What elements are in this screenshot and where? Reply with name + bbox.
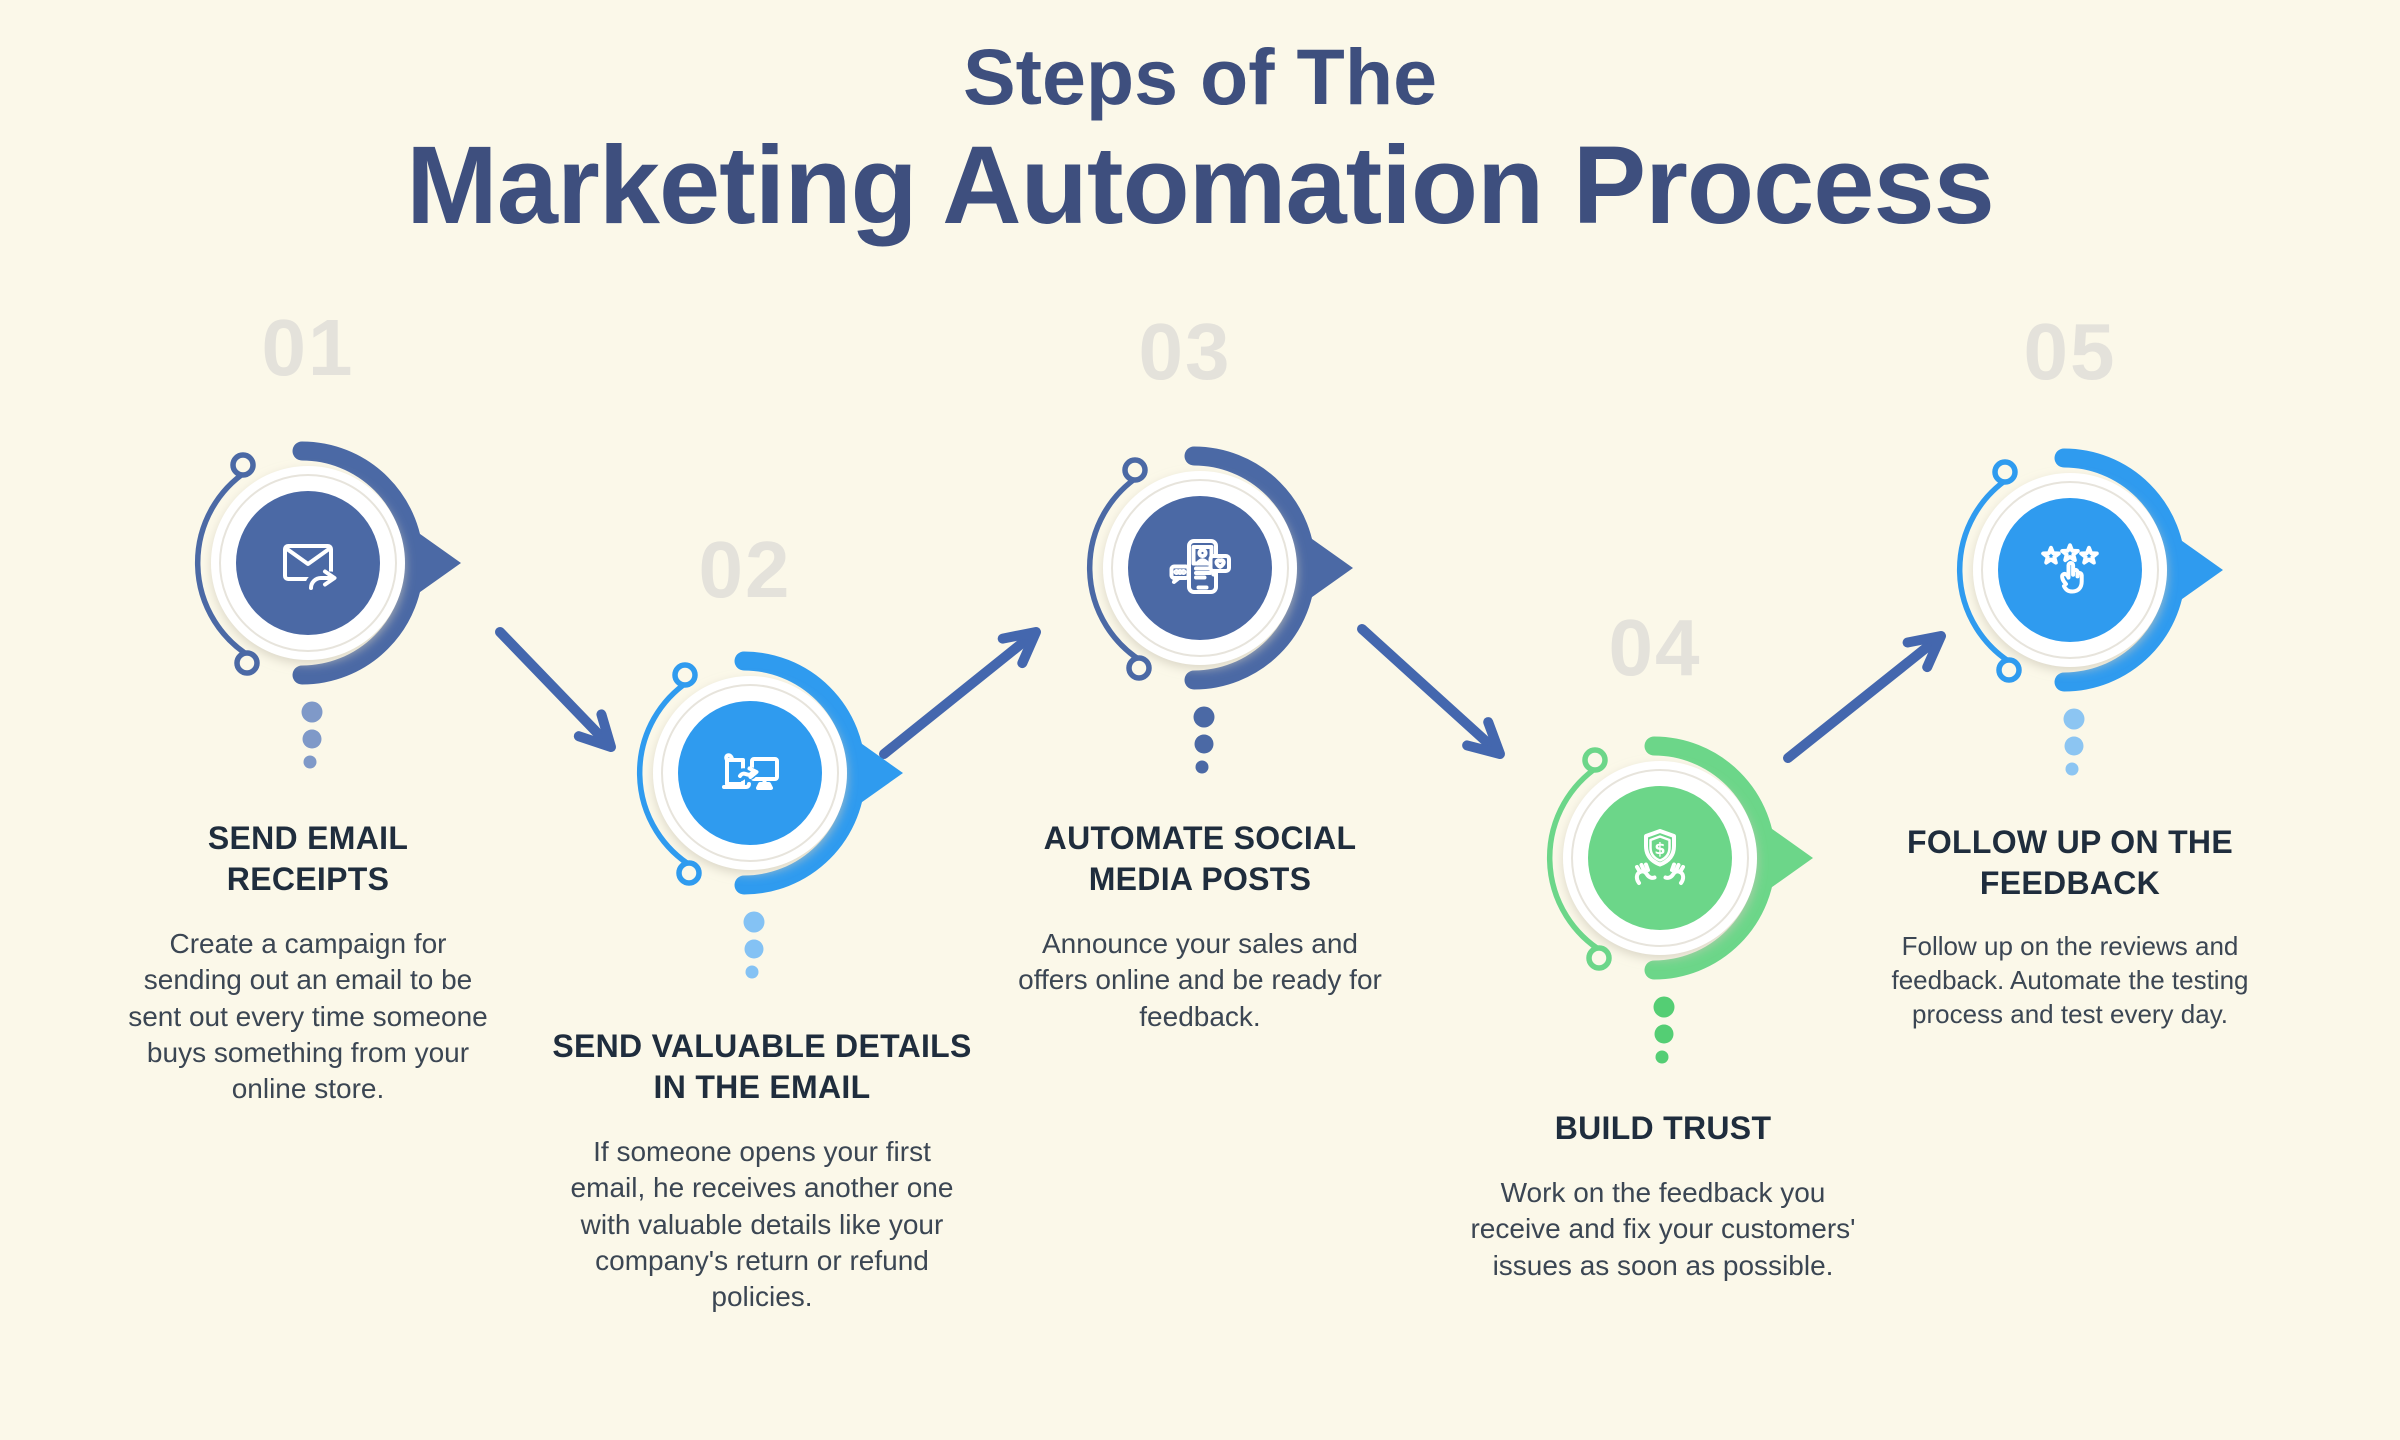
badge-node-bottom <box>676 860 702 886</box>
badge-left-arc <box>636 678 695 870</box>
svg-text:$: $ <box>1654 839 1665 858</box>
step-badge <box>158 428 468 778</box>
step-dots <box>1193 706 1215 774</box>
step-number: 02 <box>698 525 792 614</box>
badge-left-arc <box>1956 475 2015 667</box>
step-number: 05 <box>2023 307 2117 396</box>
page-title: Marketing Automation Process <box>406 123 1995 247</box>
step-number: 04 <box>1608 603 1702 692</box>
step-description: If someone opens your first email, he re… <box>570 1135 954 1313</box>
step-dots <box>1653 996 1675 1064</box>
step-dots <box>301 701 323 769</box>
star-rating-icon <box>2041 543 2099 594</box>
badge-color-disc <box>1588 786 1732 930</box>
step-dots <box>743 911 765 979</box>
badge-node-top <box>1582 747 1608 773</box>
badge-node-top <box>1122 457 1148 483</box>
step-badge <box>1050 433 1360 783</box>
step-badge-graphic <box>194 441 461 769</box>
badge-inner-ring <box>661 684 839 862</box>
step-title: BUILD TRUST <box>1554 1110 1772 1146</box>
badge-node-top <box>230 452 256 478</box>
step-badge-graphic <box>1086 446 1353 774</box>
badge-inner-ring <box>1571 769 1749 947</box>
badge-left-arc <box>194 468 253 660</box>
badge-node-top <box>672 662 698 688</box>
step-badge-graphic: $ <box>1546 736 1813 1064</box>
badge-node-bottom <box>1996 657 2022 683</box>
social-media-post-icon <box>1169 539 1231 594</box>
step-text-block: SEND VALUABLE DETAILS IN THE EMAIL If so… <box>547 1026 977 1316</box>
badge-node-bottom <box>1126 655 1152 681</box>
badge-left-arc <box>1546 763 1605 955</box>
step-text-block: SEND EMAIL RECEIPTS Create a campaign fo… <box>93 818 523 1108</box>
step-title: AUTOMATE SOCIAL MEDIA POSTS <box>1043 820 1357 897</box>
badge-node-top <box>1992 459 2018 485</box>
step-description: Work on the feedback you receive and fix… <box>1470 1176 1856 1281</box>
step-number: 03 <box>1138 307 1232 396</box>
step-badge-graphic <box>1956 448 2223 776</box>
step-title: FOLLOW UP ON THE FEEDBACK <box>1907 824 2233 901</box>
step-badge-graphic <box>636 651 903 979</box>
badge-arrow-tip <box>1298 529 1353 607</box>
email-forward-icon <box>283 544 338 595</box>
content-transfer-icon <box>722 753 779 790</box>
badge-inner-ring <box>1981 481 2159 659</box>
badge-inner-ring <box>219 474 397 652</box>
badge-arrow-tip <box>1758 819 1813 897</box>
step-number: 01 <box>261 303 355 392</box>
badge-inner-ring <box>1111 479 1289 657</box>
badge-arrow-tip <box>2168 531 2223 609</box>
step-description: Create a campaign for sending out an ema… <box>128 927 488 1105</box>
step-text-block: BUILD TRUST Work on the feedback you rec… <box>1443 1108 1883 1284</box>
trust-shield-icon: $ <box>1634 829 1686 885</box>
step-dots <box>2063 708 2085 776</box>
step-description: Announce your sales and offers online an… <box>1018 927 1382 1032</box>
step-text-block: AUTOMATE SOCIAL MEDIA POSTS Announce you… <box>980 818 1420 1035</box>
step-badge <box>1920 435 2230 785</box>
step-badge: $ <box>1510 723 1820 1073</box>
title-kicker: Steps of The <box>962 32 1438 121</box>
step-badge <box>600 638 910 988</box>
badge-arrow-tip <box>848 734 903 812</box>
badge-left-arc <box>1086 473 1145 665</box>
badge-node-bottom <box>1586 945 1612 971</box>
badge-arrow-tip <box>406 524 461 602</box>
title-block: Steps of The Marketing Automation Proces… <box>0 32 2400 249</box>
flow-arrow-03-to-04 <box>1357 624 1505 759</box>
step-description: Follow up on the reviews and feedback. A… <box>1891 930 2249 1029</box>
step-title: SEND VALUABLE DETAILS IN THE EMAIL <box>552 1028 972 1105</box>
badge-node-bottom <box>234 650 260 676</box>
flow-arrow-01-to-02 <box>495 627 616 752</box>
step-text-block: FOLLOW UP ON THE FEEDBACK Follow up on t… <box>1840 822 2300 1031</box>
step-title: SEND EMAIL RECEIPTS <box>207 820 409 897</box>
